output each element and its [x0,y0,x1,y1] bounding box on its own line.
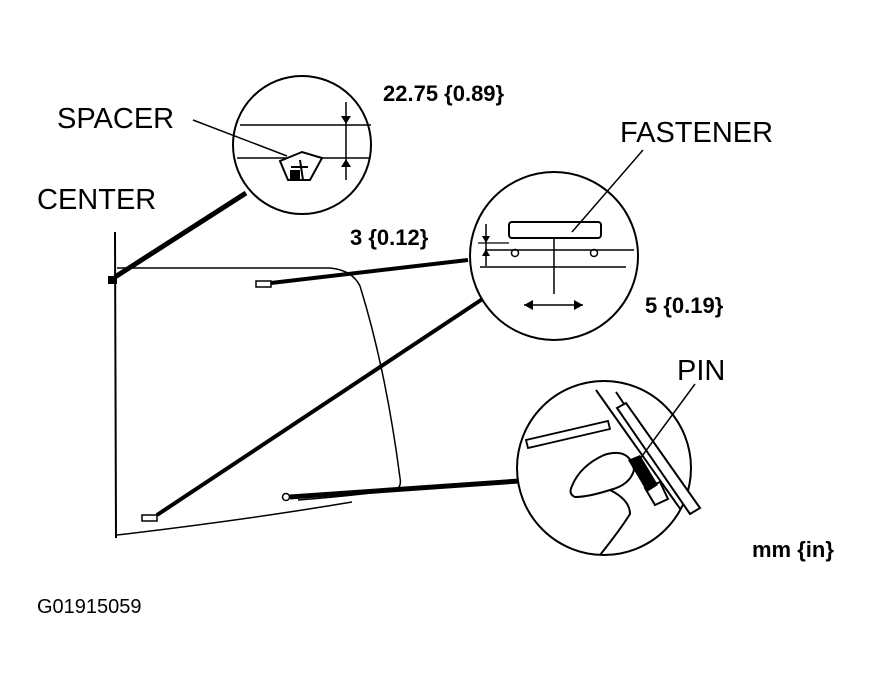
pin-leader [633,383,696,468]
lower-fastener-slot [141,514,158,522]
fastener-leader [571,149,644,233]
spacer-detail-circle [232,75,372,215]
fastener-height-dimension: 3 {0.12} [350,225,429,250]
fastener-label: FASTENER [620,117,773,149]
fastener-part [508,221,602,239]
spacer-leader [192,119,288,157]
center-spacer-mark [108,276,117,284]
spacer-dimension: 22.75 {0.89} [383,81,505,106]
pin-detail-circle [516,380,702,556]
figure-code: G01915059 [37,596,142,618]
fastener-width-dimension: 5 {0.19} [645,293,724,318]
center-label: CENTER [37,184,156,216]
detail-leader-lines [113,190,520,517]
spacer-label: SPACER [57,103,174,135]
units-label: mm {in} [752,537,834,562]
pin-hole [281,492,291,502]
upper-fastener-slot [255,280,272,288]
pin-label: PIN [677,355,725,387]
fastener-detail-circle [469,171,639,341]
